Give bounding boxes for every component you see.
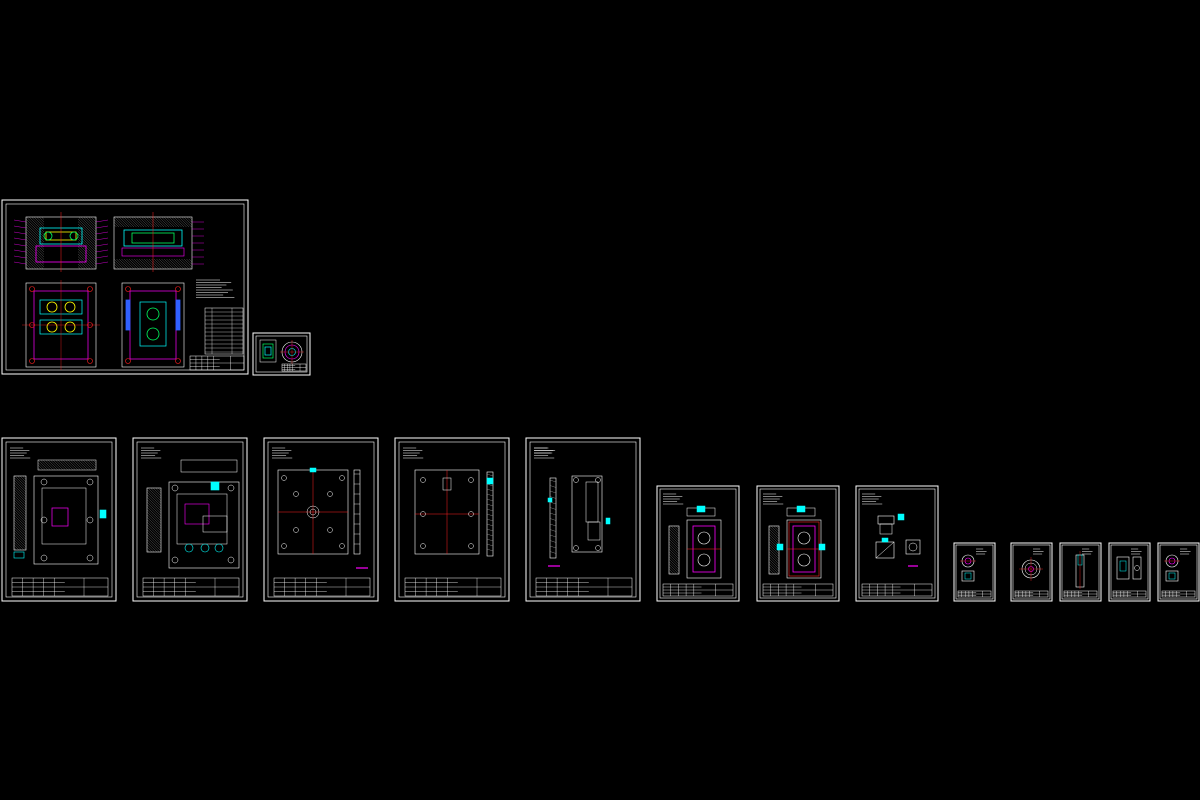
- sheet-part-12[interactable]: [1108, 542, 1151, 602]
- part-8-content: [861, 493, 933, 597]
- part-12-content: [1112, 548, 1147, 598]
- part-6-content: [662, 493, 734, 597]
- sheet-part-11[interactable]: [1059, 542, 1102, 602]
- sheet-part-13[interactable]: [1157, 542, 1200, 602]
- sheet-part-8[interactable]: [855, 485, 939, 602]
- sheet-part-10[interactable]: [1010, 542, 1053, 602]
- part-7-content: [762, 493, 834, 597]
- part-3-content: [272, 447, 371, 597]
- assembly-drawing-content: [13, 212, 245, 371]
- part-11-content: [1063, 548, 1098, 598]
- part-4-content: [403, 447, 502, 597]
- part-2-content: [141, 447, 240, 597]
- sheet-part-1[interactable]: [1, 437, 117, 602]
- sheet-part-6[interactable]: [656, 485, 740, 602]
- part-1-content: [10, 447, 109, 597]
- part-9-content: [957, 548, 992, 598]
- part-13-content: [1161, 548, 1196, 598]
- part-5-content: [534, 447, 633, 597]
- sheet-product-drawing[interactable]: [252, 332, 311, 376]
- sheet-assembly-drawing[interactable]: [1, 199, 249, 375]
- part-10-content: [1014, 548, 1049, 598]
- sheet-part-3[interactable]: [263, 437, 379, 602]
- sheet-part-9[interactable]: [953, 542, 996, 602]
- sheet-part-5[interactable]: [525, 437, 641, 602]
- sheet-part-4[interactable]: [394, 437, 510, 602]
- sheet-part-2[interactable]: [132, 437, 248, 602]
- sheet-part-7[interactable]: [756, 485, 840, 602]
- product-drawing-content: [259, 339, 307, 372]
